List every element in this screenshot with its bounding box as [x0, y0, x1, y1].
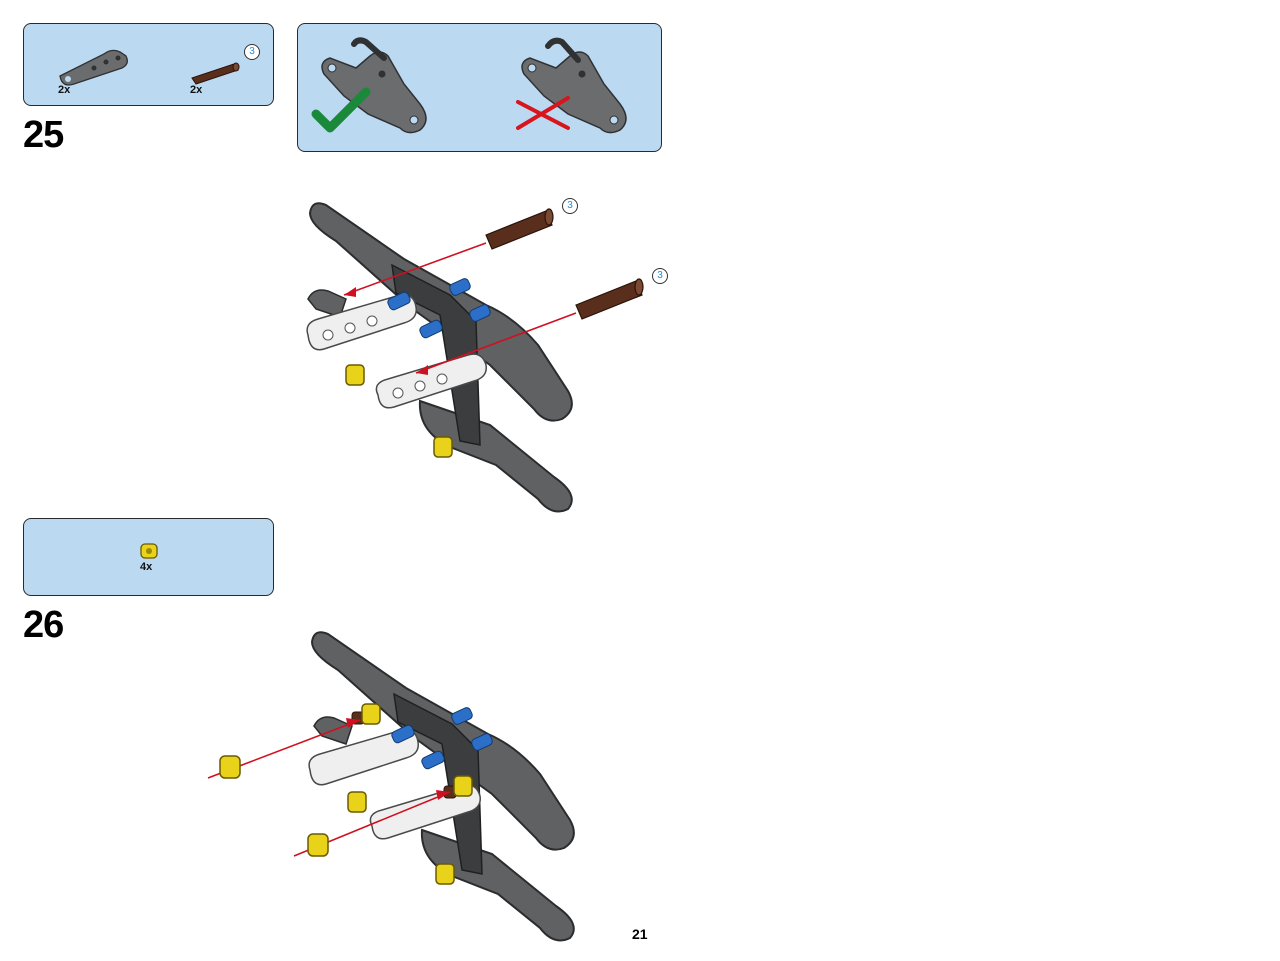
- white-liftarm-lower: [369, 784, 481, 840]
- blue-pin-2: [419, 319, 443, 339]
- white-liftarm-lower: [375, 353, 487, 409]
- step-25-assembly-illustration: [306, 202, 644, 513]
- step-number-25: 25: [23, 114, 64, 156]
- brown-axle-pin-icon: [191, 62, 240, 85]
- orientation-callout-panel: [297, 23, 662, 152]
- model-length-badge-lower: 3: [652, 268, 668, 284]
- blue-pin-4: [451, 707, 473, 725]
- blue-pin-1: [387, 291, 411, 311]
- liftarm-quantity: 2x: [58, 84, 71, 96]
- check-icon: [311, 87, 371, 133]
- white-liftarm-upper: [308, 729, 419, 786]
- left-bracket: [307, 289, 347, 318]
- parts-list-panel-step-26: 4x: [23, 518, 274, 596]
- yellow-bush-model-4: [435, 863, 455, 885]
- yellow-bush-model-3: [347, 791, 367, 813]
- blue-pin-2: [421, 750, 445, 770]
- parts-list-panel-step-25: 2x 2x 3: [23, 23, 274, 106]
- model-length-badge-upper: 3: [562, 198, 578, 214]
- liftarm-correct-orientation-icon: [321, 37, 427, 134]
- yellow-bush-incoming-1: [219, 755, 241, 779]
- step-26-assembly-illustration: [207, 631, 575, 942]
- axle-length-badge: 3: [244, 44, 260, 60]
- liftarm-incorrect-orientation-icon: [521, 37, 627, 134]
- page-number: 21: [632, 926, 648, 942]
- yellow-bush-model-1: [361, 703, 381, 725]
- dark-gray-liftarm-icon: [59, 49, 128, 86]
- center-frame: [393, 692, 483, 875]
- bush-quantity: 4x: [140, 561, 153, 573]
- yellow-bush-incoming-2: [307, 833, 329, 857]
- blue-pin-3: [469, 304, 491, 322]
- blue-pin-3: [471, 733, 493, 751]
- brown-axle-pin-upper: [485, 210, 553, 250]
- blue-pin-4: [449, 278, 471, 296]
- insert-arrow-1: [343, 242, 487, 296]
- cross-icon: [516, 96, 570, 130]
- yellow-bush-2: [433, 436, 453, 458]
- brown-axle-pin-lower: [575, 280, 643, 320]
- yellow-bush-model-2: [453, 775, 473, 797]
- step-number-26: 26: [23, 604, 64, 646]
- yellow-bush-1: [345, 364, 365, 386]
- yellow-bush-icon: [140, 543, 158, 559]
- axle-pin-quantity: 2x: [190, 84, 203, 96]
- insert-arrow-2: [415, 312, 577, 374]
- blue-pin-1: [391, 724, 415, 744]
- white-liftarm-upper: [306, 294, 417, 351]
